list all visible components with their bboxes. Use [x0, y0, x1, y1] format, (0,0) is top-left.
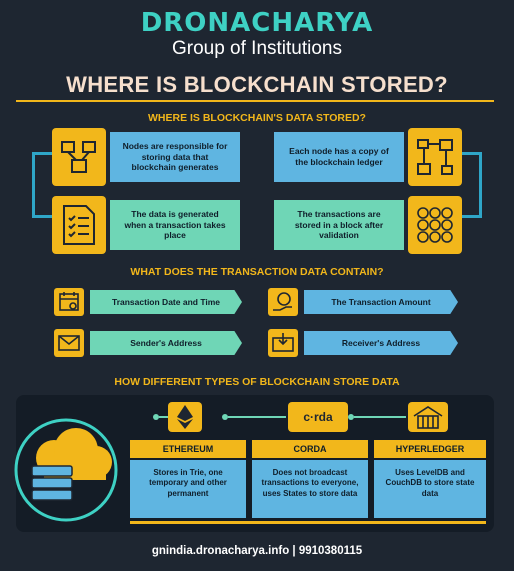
receiver-address-icon	[268, 329, 298, 357]
connector-line	[159, 416, 169, 418]
brand-name: DRONACHARYA	[140, 8, 374, 38]
transaction-item-sender: Sender's Address	[90, 331, 242, 355]
brand-subtitle: Group of Institutions	[171, 38, 343, 59]
connector-line	[354, 416, 406, 418]
type-body-ethereum: Stores in Trie, one temporary and other …	[130, 460, 246, 518]
corda-logo: c·rda	[288, 402, 348, 432]
cloud-database-icon	[14, 410, 124, 530]
connector-dot	[348, 414, 354, 420]
section-title-transaction: WHAT DOES THE TRANSACTION DATA CONTAIN?	[130, 266, 384, 278]
connector-dot	[153, 414, 159, 420]
nodes-network-icon	[52, 128, 106, 186]
type-body-corda: Does not broadcast transactions to every…	[252, 460, 368, 518]
title-divider	[16, 100, 494, 102]
section-title-types: HOW DIFFERENT TYPES OF BLOCKCHAIN STORE …	[114, 376, 400, 388]
flowchart-icon	[408, 128, 462, 186]
connector-dot	[222, 414, 228, 420]
page-title: WHERE IS BLOCKCHAIN STORED?	[66, 72, 448, 97]
type-head-ethereum: ETHEREUM	[130, 440, 246, 458]
storage-card-text: Nodes are responsible for storing data t…	[110, 132, 240, 182]
document-checklist-icon	[52, 196, 106, 254]
storage-card-validation: The transactions are stored in a block a…	[274, 196, 462, 254]
coin-hand-icon	[268, 288, 298, 316]
left-bracket	[32, 152, 62, 218]
storage-card-nodes: Nodes are responsible for storing data t…	[52, 128, 240, 186]
calendar-icon	[54, 288, 84, 316]
footer-contact: gnindia.dronacharya.info | 9910380115	[151, 545, 363, 557]
sender-address-icon	[54, 329, 84, 357]
storage-card-text: The data is generated when a transaction…	[110, 200, 240, 250]
types-baseline	[130, 521, 486, 524]
transaction-item-amount: The Transaction Amount	[304, 290, 458, 314]
type-head-hyperledger: HYPERLEDGER	[374, 440, 486, 458]
type-body-hyperledger: Uses LevelDB and CouchDB to store state …	[374, 460, 486, 518]
transaction-item-receiver: Receiver's Address	[304, 331, 458, 355]
storage-card-text: The transactions are stored in a block a…	[274, 200, 404, 250]
hyperledger-icon	[408, 402, 448, 432]
type-head-corda: CORDA	[252, 440, 368, 458]
storage-card-generated: The data is generated when a transaction…	[52, 196, 240, 254]
transaction-item-datetime: Transaction Date and Time	[90, 290, 242, 314]
storage-card-text: Each node has a copy of the blockchain l…	[274, 132, 404, 182]
check-grid-icon	[408, 196, 462, 254]
section-title-storage: WHERE IS BLOCKCHAIN'S DATA STORED?	[148, 112, 366, 124]
connector-line	[228, 416, 286, 418]
right-bracket	[452, 152, 482, 218]
storage-card-ledger: Each node has a copy of the blockchain l…	[274, 128, 462, 186]
ethereum-icon	[168, 402, 202, 432]
